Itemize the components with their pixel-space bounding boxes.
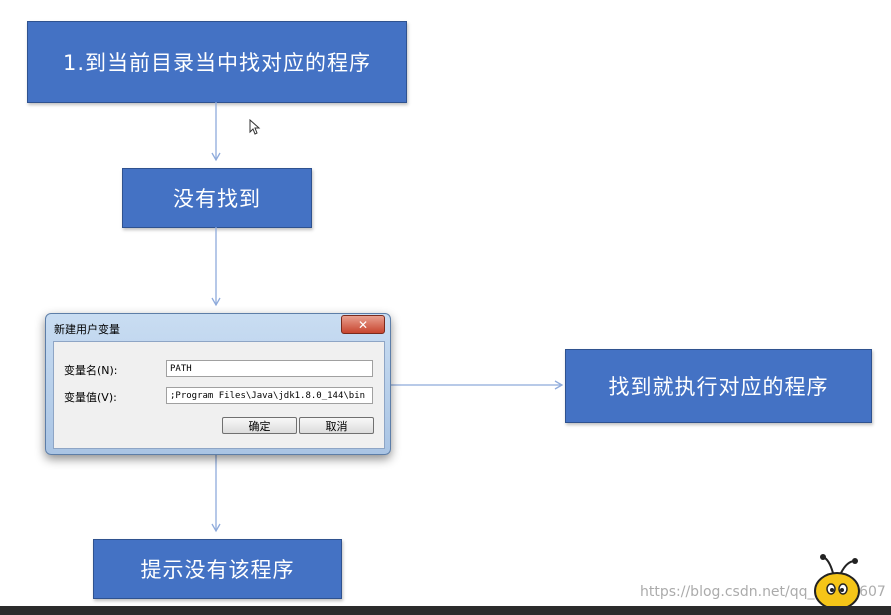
flow-step-label: 1.到当前目录当中找对应的程序 <box>62 51 372 75</box>
dialog-body: 变量名(N): PATH 变量值(V): ;Program Files\Java… <box>53 341 385 449</box>
variable-value-input[interactable]: ;Program Files\Java\jdk1.8.0_144\bin <box>166 387 373 404</box>
flow-step-no-program: 提示没有该程序 <box>93 539 342 599</box>
close-button[interactable]: ✕ <box>341 315 385 334</box>
variable-value-label: 变量值(V): <box>64 391 117 404</box>
dialog-title: 新建用户变量 <box>54 323 120 336</box>
flow-step-execute: 找到就执行对应的程序 <box>565 349 872 423</box>
flow-step-search-current-dir: 1.到当前目录当中找对应的程序 <box>27 21 407 103</box>
close-icon: ✕ <box>357 317 369 332</box>
flow-step-label: 提示没有该程序 <box>140 558 295 582</box>
variable-name-label: 变量名(N): <box>64 364 118 377</box>
ok-button-label: 确定 <box>248 419 271 433</box>
cancel-button[interactable]: 取消 <box>299 417 374 434</box>
mouse-cursor-icon <box>249 119 261 135</box>
new-user-variable-dialog: 新建用户变量 ✕ 变量名(N): PATH 变量值(V): ;Program F… <box>45 313 391 455</box>
variable-name-input[interactable]: PATH <box>166 360 373 377</box>
flow-step-label: 找到就执行对应的程序 <box>608 375 829 399</box>
cancel-button-label: 取消 <box>325 419 348 433</box>
ok-button[interactable]: 确定 <box>222 417 297 434</box>
bee-mascot-icon <box>814 554 860 607</box>
flow-step-label: 没有找到 <box>173 187 261 211</box>
flow-step-not-found: 没有找到 <box>122 168 312 228</box>
bottom-bar <box>0 606 891 615</box>
